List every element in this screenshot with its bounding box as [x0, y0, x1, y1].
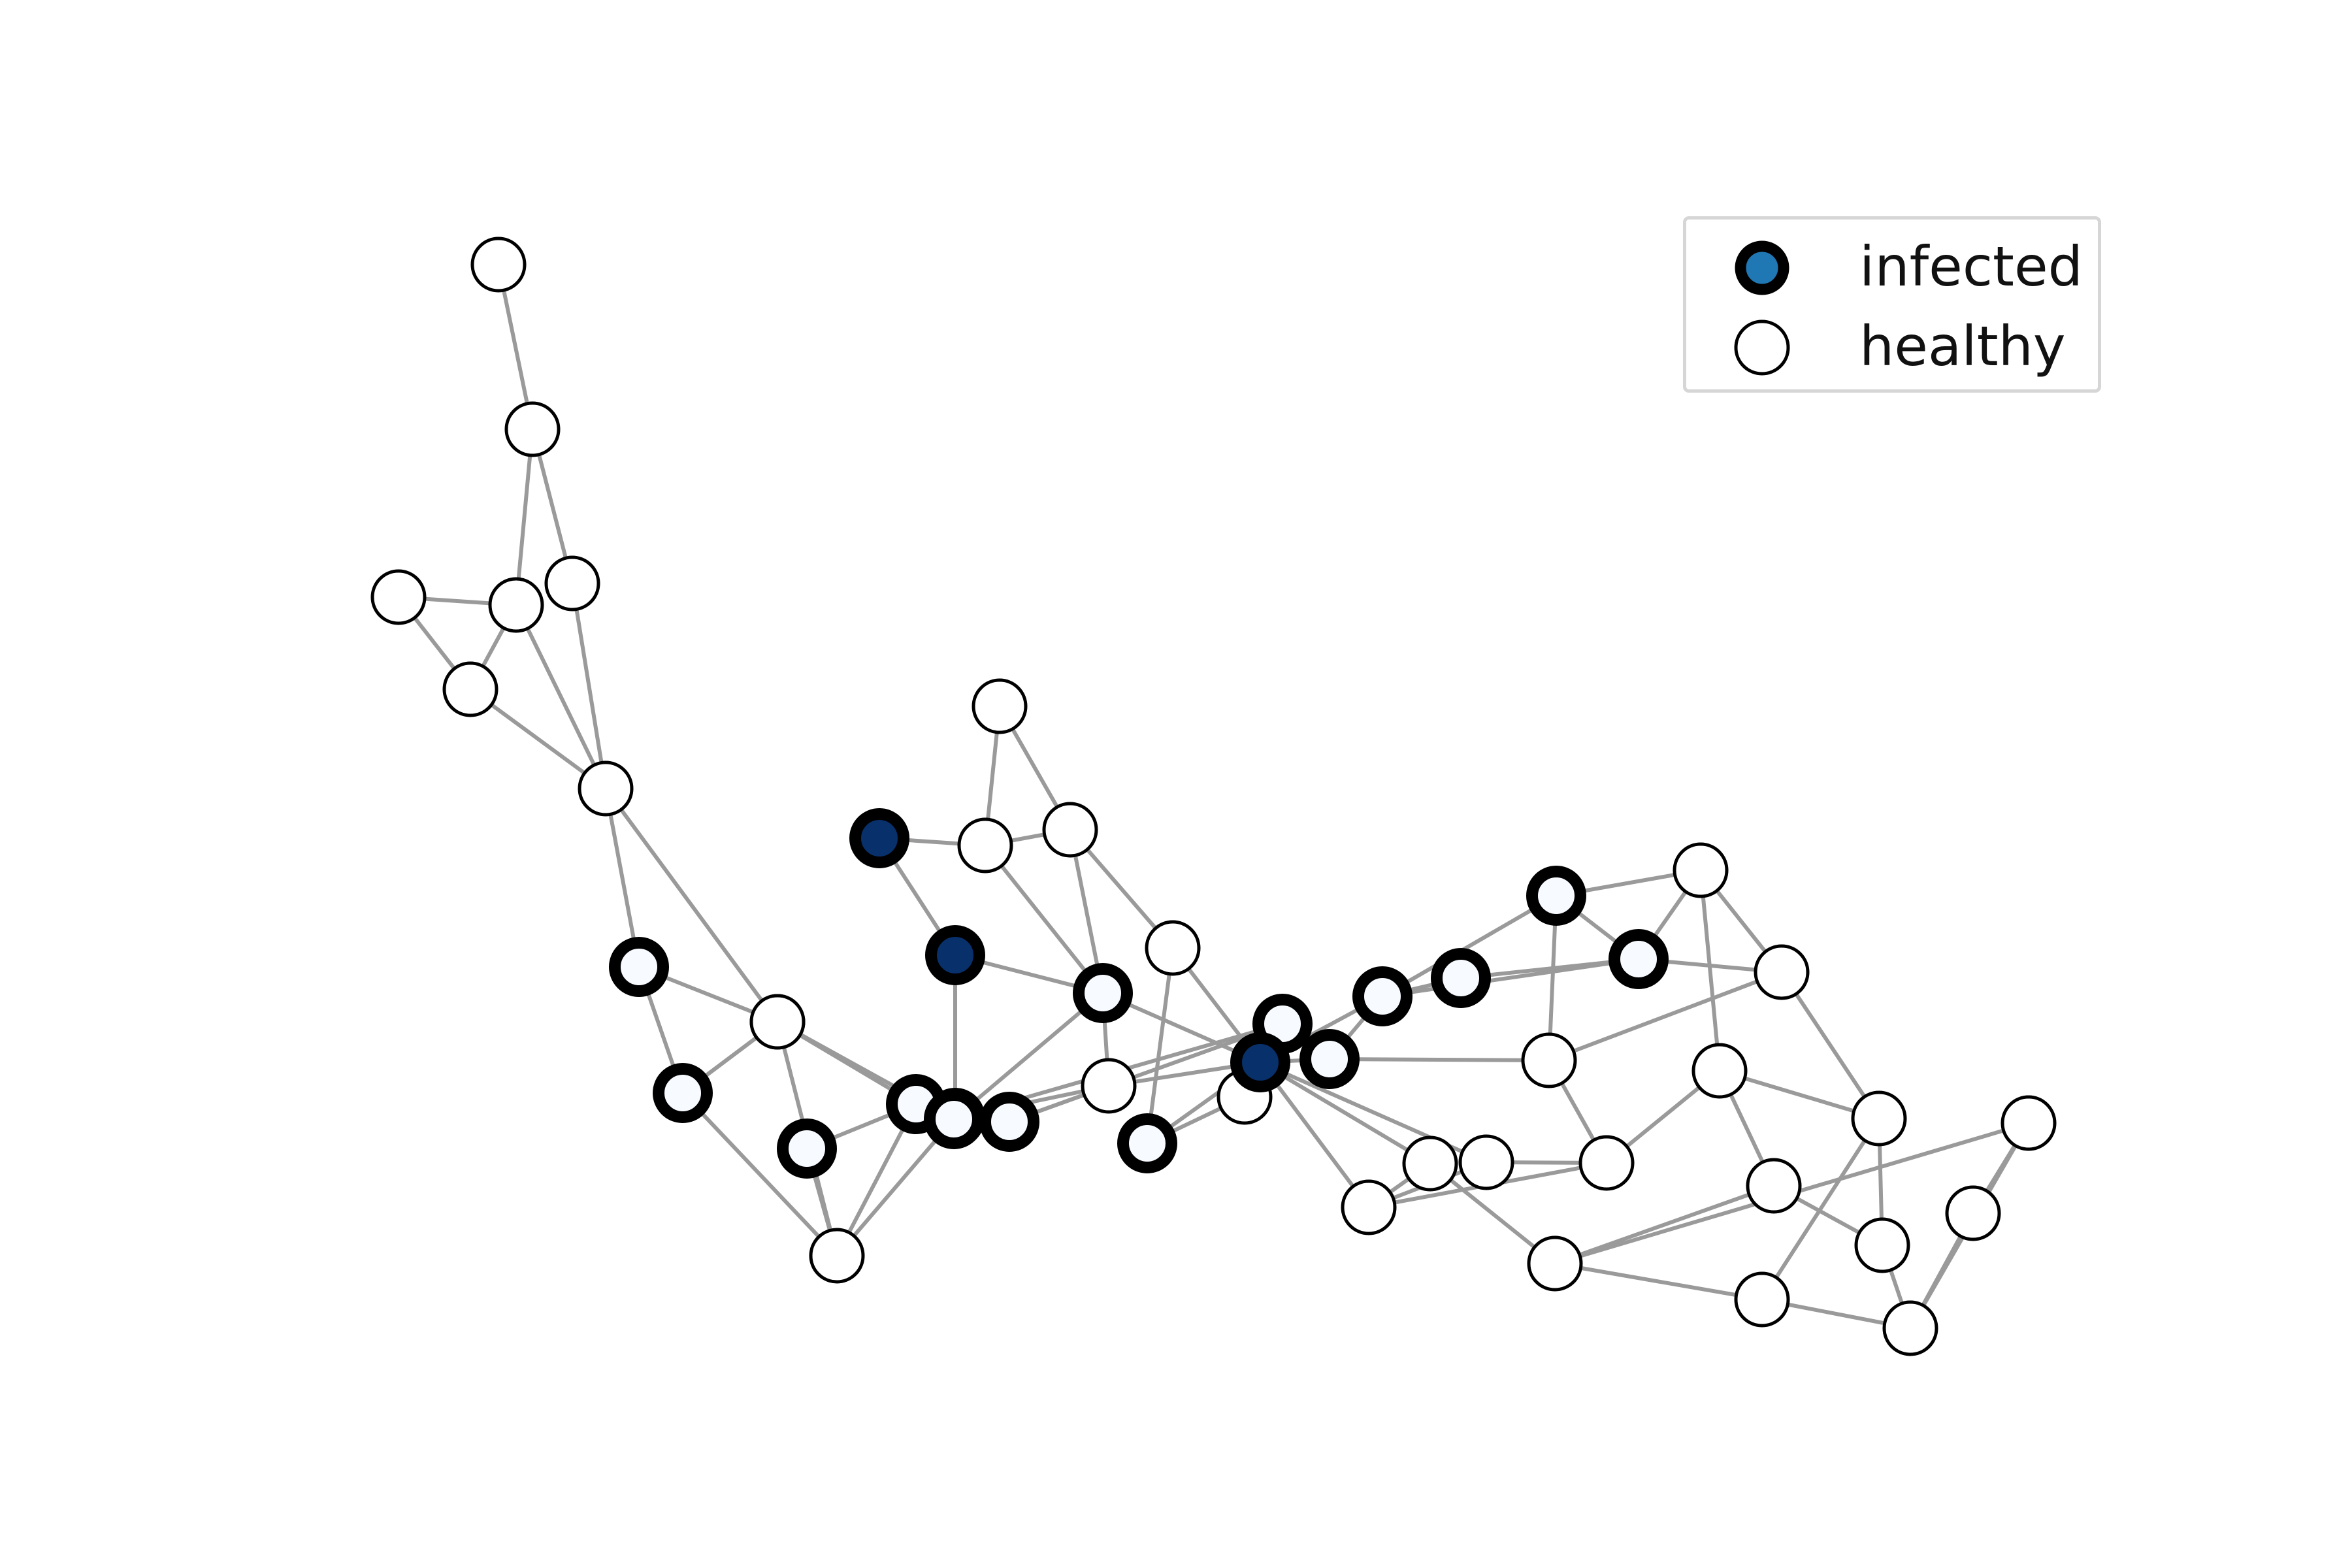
graph-node-healthy [1145, 920, 1201, 976]
graph-edge [604, 787, 641, 969]
graph-edge [1145, 946, 1175, 1145]
infected-marker-icon [1735, 240, 1789, 295]
graph-edge [1547, 970, 1784, 1062]
graph-node-healthy [488, 577, 544, 633]
graph-node-healthy [1754, 944, 1810, 1000]
graph-edge [1328, 1057, 1551, 1062]
graph-node-healthy [2001, 1095, 2057, 1151]
graph-edge [1760, 1117, 1881, 1301]
graph-edge [468, 687, 608, 791]
graph-node-healthy [1578, 1135, 1635, 1191]
graph-node-at-risk [609, 937, 669, 997]
graph-node-healthy [1402, 1135, 1458, 1192]
graph-node-at-risk [1117, 1113, 1177, 1173]
graph-node-healthy [370, 569, 427, 625]
graph-node-at-risk [1609, 929, 1669, 989]
graph-node-infected [925, 925, 985, 985]
graph-node-healthy [972, 678, 1028, 734]
graph-node-at-risk [1299, 1029, 1360, 1089]
graph-node-infected [849, 808, 909, 868]
graph-node-at-risk [924, 1089, 984, 1149]
graph-node-healthy [1734, 1271, 1790, 1328]
graph-edge [983, 843, 1105, 995]
graph-edge [1380, 894, 1558, 998]
graph-node-healthy [1882, 1300, 1938, 1356]
graph-edge [604, 787, 779, 1024]
graph-node-at-risk [1431, 948, 1491, 1008]
graph-node-at-risk [1526, 866, 1586, 926]
graph-node-healthy [957, 817, 1013, 874]
graph-node-healthy [442, 661, 498, 717]
graph-node-healthy [1341, 1179, 1397, 1235]
graph-node-healthy [1521, 1032, 1577, 1088]
graph-node-healthy [749, 994, 806, 1050]
graph-node-healthy [1746, 1158, 1802, 1214]
graph-node-healthy [1673, 842, 1729, 898]
graph-edge [1699, 868, 1722, 1073]
graph-edge [570, 581, 608, 791]
legend-item-healthy: healthy [1686, 299, 2098, 378]
graph-node-healthy [504, 401, 561, 457]
legend-label-healthy: healthy [1859, 314, 2066, 378]
graph-node-healthy [1851, 1090, 1907, 1147]
graph-edge [1553, 1262, 1764, 1301]
graph-edge [1007, 1022, 1284, 1124]
graph-edge [681, 1091, 839, 1258]
graph-node-healthy [1458, 1134, 1514, 1190]
graph-edge [953, 991, 1105, 1120]
graph-edge [514, 603, 608, 791]
graph-edge [1780, 970, 1881, 1120]
graph-node-at-risk [979, 1092, 1039, 1152]
graph-node-at-risk [653, 1063, 713, 1123]
graph-node-healthy [1527, 1235, 1583, 1292]
graph-node-at-risk [777, 1119, 837, 1179]
graph-edge [1553, 1184, 1776, 1266]
node-layer [370, 237, 2057, 1356]
graph-node-healthy [1691, 1043, 1748, 1099]
graph-edge [1258, 1060, 1371, 1209]
graph-node-healthy [578, 760, 634, 817]
graph-node-healthy [1042, 802, 1098, 858]
graph-edge [1258, 1060, 1432, 1166]
graph-node-infected [1230, 1032, 1290, 1092]
graph-node-healthy [544, 555, 600, 612]
graph-node-healthy [809, 1228, 865, 1284]
graph-edge [514, 427, 534, 607]
healthy-marker-icon [1734, 319, 1790, 376]
graph-node-healthy [470, 237, 527, 293]
graph-node-at-risk [1352, 966, 1413, 1026]
graph-node-healthy [1854, 1217, 1910, 1273]
graph-edge [497, 263, 534, 431]
legend-label-infected: infected [1859, 235, 2083, 299]
legend: infected healthy [1683, 216, 2101, 393]
graph-node-healthy [1081, 1058, 1137, 1114]
graph-node-at-risk [1073, 963, 1133, 1023]
graph-node-healthy [1945, 1185, 2001, 1241]
legend-item-infected: infected [1686, 220, 2098, 299]
